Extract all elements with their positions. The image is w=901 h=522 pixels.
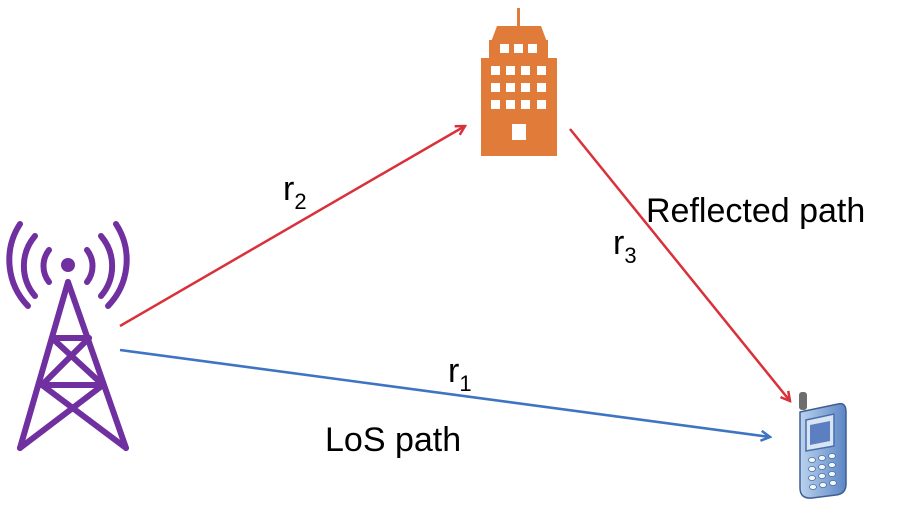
label-r3: r3 [613, 224, 637, 268]
phone-icon [799, 392, 847, 499]
tower-icon [6, 221, 130, 451]
arrow-r2 [119, 126, 465, 328]
arrow-r1 [119, 348, 770, 437]
building-icon [481, 8, 557, 156]
label-r1: r1 [448, 352, 472, 396]
los-path-label: LoS path [325, 421, 462, 459]
arrow-r3 [569, 128, 790, 401]
reflected-path-label: Reflected path [646, 192, 866, 230]
label-r2: r2 [283, 170, 307, 214]
